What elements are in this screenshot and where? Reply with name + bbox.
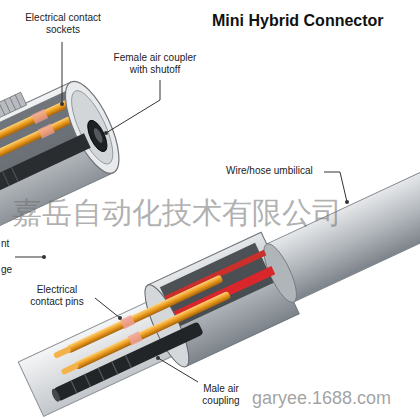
male-connector bbox=[12, 141, 420, 420]
leader-dots bbox=[42, 102, 349, 360]
watermark: 嘉岳自动化技术有限公司 bbox=[12, 196, 342, 231]
part-label: Electrical contact pins bbox=[20, 284, 94, 307]
part-label: Wire/hose umbilical bbox=[226, 165, 313, 177]
part-label: Electrical contact sockets bbox=[24, 12, 102, 35]
part-label: Male air coupling bbox=[196, 383, 246, 406]
part-label: ge bbox=[1, 264, 12, 276]
diagram-title: Mini Hybrid Connector bbox=[212, 12, 384, 30]
part-label: Female air coupler with shutoff bbox=[112, 52, 198, 75]
watermark: garyee.1688.com bbox=[252, 388, 391, 409]
part-label: nt bbox=[1, 238, 9, 250]
